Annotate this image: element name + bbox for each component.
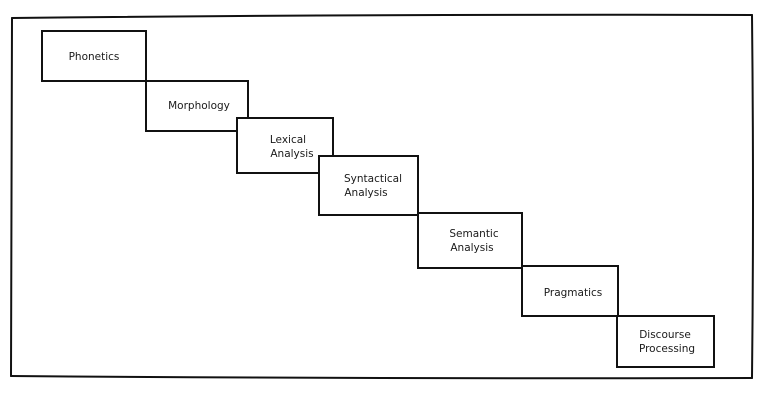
stage-box: [145, 80, 249, 132]
frame-left-edge: [10, 17, 13, 377]
stage-pragmatics: Pragmatics: [521, 265, 619, 317]
stage-box: [616, 315, 715, 368]
stage-lexical-analysis: Lexical Analysis: [236, 117, 334, 174]
stage-label-line-2: Analysis: [344, 187, 387, 199]
stage-phonetics: Phonetics: [41, 30, 147, 82]
stage-label-line-2: Processing: [639, 343, 695, 355]
stage-semantic-analysis: Semantic Analysis: [417, 212, 523, 269]
frame-top-edge: [11, 13, 753, 19]
frame-bottom-edge: [10, 375, 753, 380]
outer-frame: [10, 13, 754, 380]
stage-box: [318, 155, 419, 216]
stage-label-line-1: Discourse: [639, 329, 691, 341]
frame-right-edge: [751, 14, 754, 379]
stage-label: Morphology: [168, 100, 230, 112]
stage-label-line-1: Syntactical: [344, 173, 402, 185]
stage-morphology: Morphology: [145, 80, 249, 132]
stage-box: [417, 212, 523, 269]
stage-label-line-2: Analysis: [450, 242, 493, 254]
stage-syntactical-analysis: Syntactical Analysis: [318, 155, 419, 216]
stage-discourse-processing: Discourse Processing: [616, 315, 715, 368]
stage-label-line-2: Analysis: [270, 148, 313, 160]
stage-label-line-1: Lexical: [270, 134, 306, 146]
stage-box: [521, 265, 619, 317]
stage-label: Pragmatics: [544, 287, 603, 299]
stage-box: [236, 117, 334, 174]
stage-box: [41, 30, 147, 82]
stage-label: Phonetics: [69, 51, 120, 63]
stage-boxes: Phonetics Morphology Lexical Analysis Sy…: [41, 30, 715, 368]
stage-label-line-1: Semantic: [449, 228, 498, 240]
